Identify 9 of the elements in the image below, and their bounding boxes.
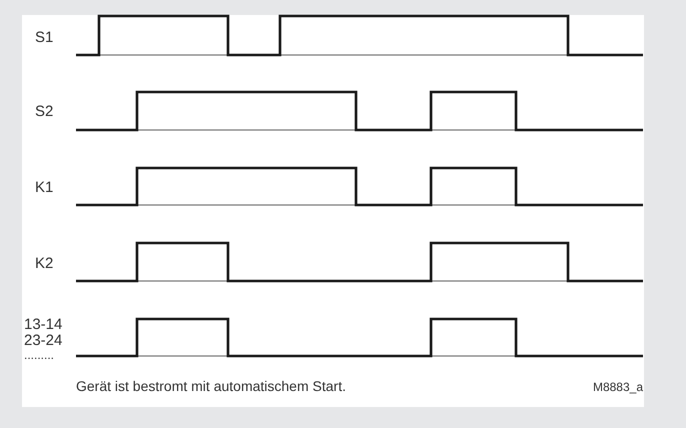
contact-name: 23-24 bbox=[24, 333, 62, 348]
caption-text: Gerät ist bestromt mit automatischem Start. bbox=[76, 379, 346, 393]
signal-name: K1 bbox=[35, 180, 54, 195]
ellipsis-text: ......... bbox=[24, 349, 54, 361]
signal-name: S2 bbox=[35, 104, 54, 119]
signal-name: S1 bbox=[35, 30, 54, 45]
signal-name: K2 bbox=[35, 256, 54, 271]
figure-id: M8883_a bbox=[592, 381, 643, 393]
contact-name: 13-14 bbox=[24, 317, 62, 332]
